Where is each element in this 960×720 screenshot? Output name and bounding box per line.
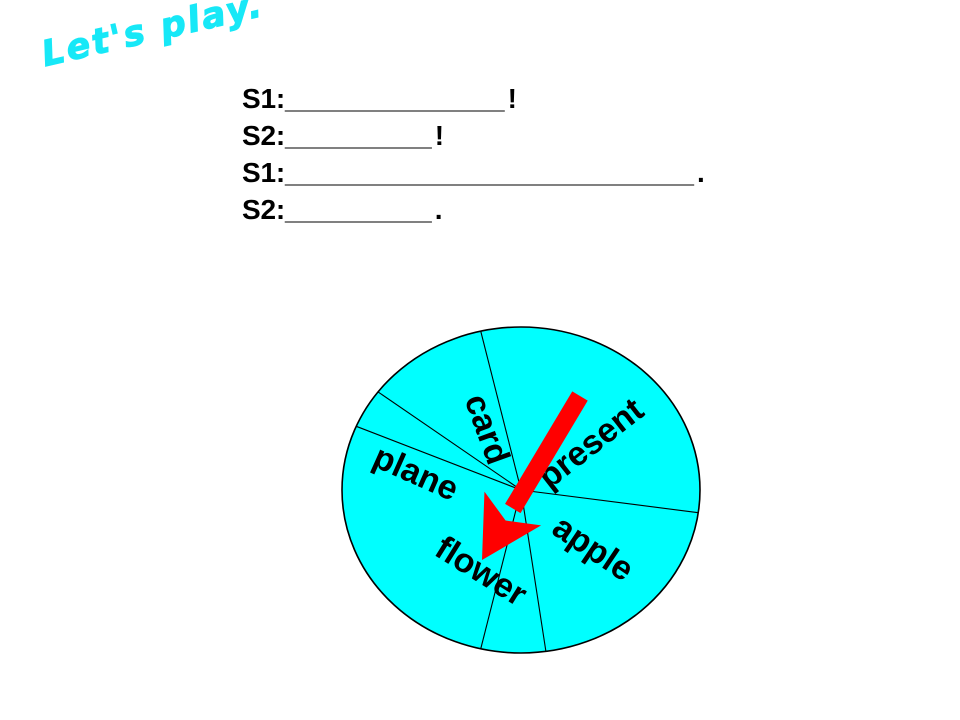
line-punctuation: ! bbox=[434, 120, 444, 151]
wheel-divider-line bbox=[377, 391, 522, 491]
wheel-divider-line bbox=[480, 331, 522, 491]
wheel-divider-lines bbox=[356, 331, 699, 652]
line-punctuation: ! bbox=[507, 83, 517, 114]
dialogue-line: S1:_______________! bbox=[242, 80, 902, 117]
blank-line: ____________________________ bbox=[284, 157, 694, 188]
wheel-divider-line bbox=[480, 489, 522, 649]
speaker-label: S1: bbox=[242, 157, 285, 188]
speaker-label: S2: bbox=[242, 120, 285, 151]
dialogue-line: S1:____________________________. bbox=[242, 154, 902, 191]
dialogue-line: S2:__________! bbox=[242, 117, 902, 154]
handwritten-heading: Let's play. bbox=[37, 0, 268, 76]
wheel-divider-line bbox=[356, 425, 522, 491]
speaker-label: S1: bbox=[242, 83, 285, 114]
arrow-head bbox=[482, 491, 542, 560]
wheel-divider-line bbox=[520, 489, 699, 514]
line-punctuation: . bbox=[697, 157, 705, 188]
speaker-label: S2: bbox=[242, 194, 285, 225]
line-punctuation: . bbox=[434, 194, 443, 225]
blank-line: __________ bbox=[284, 194, 432, 225]
spinner-arrow-icon[interactable] bbox=[482, 391, 588, 560]
blank-line: __________ bbox=[284, 120, 432, 151]
arrow-shaft bbox=[505, 391, 588, 514]
wheel-divider-line bbox=[520, 489, 547, 652]
dialogue-line: S2:__________. bbox=[242, 191, 902, 228]
blank-line: _______________ bbox=[284, 83, 505, 114]
dialogue-block: S1:_______________! S2:__________! S1:__… bbox=[242, 80, 902, 228]
